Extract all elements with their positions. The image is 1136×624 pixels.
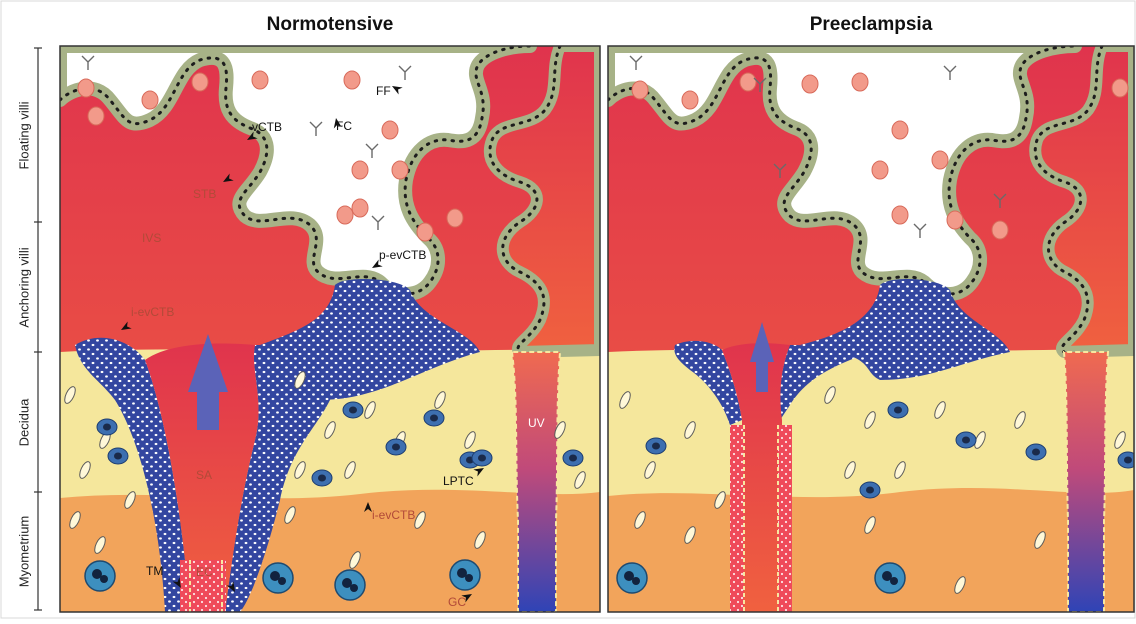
zone-label: Anchoring villi — [17, 247, 32, 327]
fetal-capillary — [932, 151, 948, 169]
fetal-capillary — [1112, 79, 1128, 97]
cell-nucleus — [318, 475, 326, 482]
fetal-capillary — [802, 75, 818, 93]
label-ff: FF — [376, 84, 391, 98]
unremodeled-artery-wall — [730, 425, 744, 612]
label-i-evctb-villi: i-evCTB — [131, 305, 174, 319]
fetal-capillary — [892, 206, 908, 224]
zone-label: Myometrium — [17, 515, 32, 587]
fetal-capillary — [352, 161, 368, 179]
cell-nucleus — [894, 407, 902, 414]
label-fc-villus: FC — [336, 119, 352, 133]
zone-myometrium: Myometrium — [4, 492, 44, 610]
label-ivs: IVS — [142, 231, 161, 245]
label-lptc: LPTC — [443, 474, 474, 488]
cell-nucleus — [478, 455, 486, 462]
cell-nucleus — [1124, 457, 1132, 464]
fetal-capillary — [352, 199, 368, 217]
zone-label: Decidua — [17, 398, 32, 446]
normotensive-panel — [60, 46, 600, 612]
fetal-capillary — [88, 107, 104, 125]
fetal-capillary — [852, 73, 868, 91]
label-sa: SA — [196, 468, 212, 482]
label-ec: EC — [196, 565, 213, 579]
normotensive-title: Normotensive — [60, 14, 600, 36]
label-i-evctb-myo: i-evCTB — [372, 508, 415, 522]
preeclampsia-title: Preeclampsia — [608, 14, 1134, 36]
label-stb: STB — [193, 187, 216, 201]
cell-nucleus — [350, 584, 358, 592]
fetal-capillary — [632, 81, 648, 99]
cell-nucleus — [100, 575, 108, 583]
zone-label: Floating villi — [17, 101, 32, 169]
cell-nucleus — [1032, 449, 1040, 456]
cell-nucleus — [890, 577, 898, 585]
uterine-vein — [1064, 352, 1108, 612]
myometrium-layer — [608, 488, 1134, 612]
fetal-capillary — [392, 161, 408, 179]
unremodeled-artery-wall — [778, 425, 792, 612]
cell-nucleus — [652, 443, 660, 450]
fetal-capillary — [682, 91, 698, 109]
fetal-capillary — [78, 79, 94, 97]
cell-nucleus — [962, 437, 970, 444]
label-uv: UV — [528, 416, 545, 430]
zone-floating-villi: Floating villi — [4, 48, 44, 222]
label-gc: GC — [448, 595, 466, 609]
fetal-capillary — [740, 73, 756, 91]
cell-nucleus — [430, 415, 438, 422]
fetal-capillary — [382, 121, 398, 139]
fetal-capillary — [142, 91, 158, 109]
zone-anchoring-villi: Anchoring villi — [4, 222, 44, 352]
fetal-capillary — [417, 223, 433, 241]
cell-nucleus — [114, 453, 122, 460]
zone-decidua: Decidua — [4, 352, 44, 492]
cell-nucleus — [278, 577, 286, 585]
uterine-vein — [512, 352, 560, 612]
cell-nucleus — [103, 424, 111, 431]
cell-nucleus — [349, 407, 357, 414]
fetal-capillary — [192, 73, 208, 91]
cell-nucleus — [392, 444, 400, 451]
cell-nucleus — [465, 574, 473, 582]
cell-nucleus — [569, 455, 577, 462]
label-p-evctb: p-evCTB — [379, 248, 426, 262]
preeclampsia-panel — [608, 46, 1136, 612]
fetal-capillary — [447, 209, 463, 227]
fetal-capillary — [872, 161, 888, 179]
cell-nucleus — [866, 487, 874, 494]
fetal-capillary — [892, 121, 908, 139]
fetal-capillary — [344, 71, 360, 89]
cell-nucleus — [632, 577, 640, 585]
label-vctb: vCTB — [252, 120, 282, 134]
fetal-capillary — [252, 71, 268, 89]
label-tm: TM — [146, 564, 163, 578]
fetal-capillary — [337, 206, 353, 224]
fetal-capillary — [947, 211, 963, 229]
fetal-capillary — [992, 221, 1008, 239]
